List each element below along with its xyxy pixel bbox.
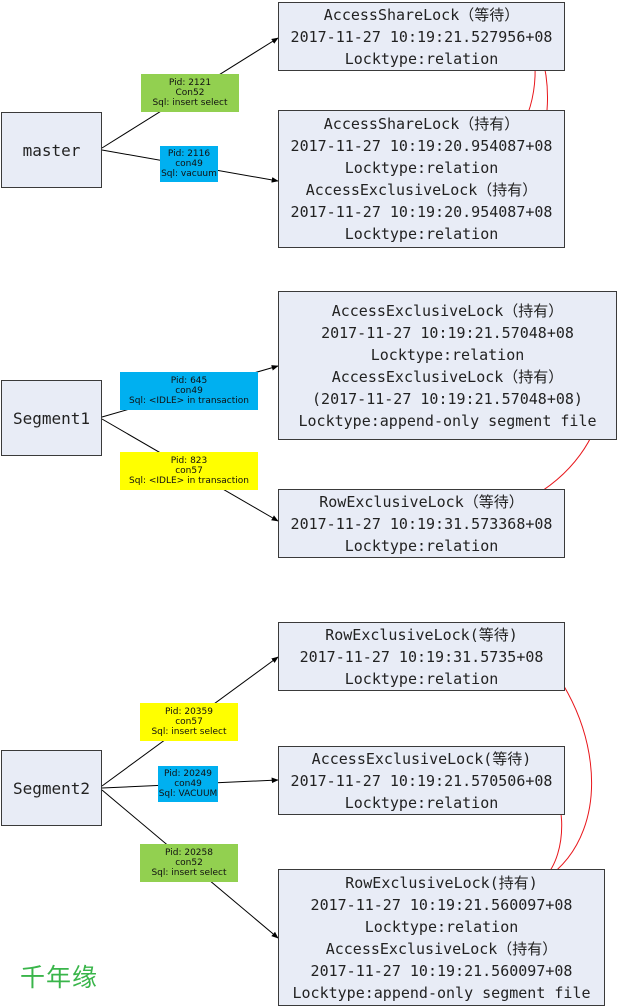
tag-line: Sql: <IDLE> in transaction	[129, 476, 249, 486]
lock-line: Locktype:relation	[344, 49, 499, 68]
lock-box-master-1: AccessShareLock（等待） 2017-11-27 10:19:21.…	[278, 2, 565, 71]
node-master: master	[1, 112, 102, 188]
lock-line: 2017-11-27 10:19:31.573368+08	[290, 514, 553, 533]
lock-line: Locktype:relation	[344, 536, 499, 555]
lock-line: Locktype:relation	[344, 225, 499, 243]
lock-line: AccessExclusiveLock（持有）	[331, 367, 564, 386]
node-label: Segment2	[12, 778, 91, 798]
node-label: Segment1	[12, 408, 91, 428]
tag-line: Sql: <IDLE> in transaction	[129, 396, 249, 406]
lock-line: 2017-11-27 10:19:20.954087+08	[290, 137, 553, 155]
lock-line: 2017-11-27 10:19:21.527956+08	[290, 27, 553, 46]
node-segment1: Segment1	[1, 380, 102, 456]
tag-seg1-2: Pid: 823 con57 Sql: <IDLE> in transactio…	[120, 452, 258, 490]
tag-line: Pid: 20258	[165, 848, 213, 858]
tag-line: Sql: insert select	[151, 868, 227, 878]
tag-line: con49	[174, 779, 202, 789]
tag-line: Pid: 2116	[167, 149, 211, 159]
tag-line: Pid: 20249	[164, 769, 212, 779]
lock-line: 2017-11-27 10:19:21.57048+08	[321, 323, 574, 342]
lock-line: RowExclusiveLock(等待)	[325, 625, 518, 644]
tag-line: Sql: VACUUM	[158, 789, 218, 799]
tag-line: con57	[175, 717, 203, 727]
tag-line: Pid: 2121	[168, 78, 212, 88]
lock-line: (2017-11-27 10:19:21.57048+08)	[312, 389, 583, 408]
lock-line: 2017-11-27 10:19:21.570506+08	[290, 771, 553, 790]
watermark: 千年缘	[20, 963, 99, 992]
lock-box-seg1-2: RowExclusiveLock（等待） 2017-11-27 10:19:31…	[278, 489, 565, 558]
lock-box-seg2-3: RowExclusiveLock(持有) 2017-11-27 10:19:21…	[278, 869, 605, 1006]
lock-line: Locktype:relation	[364, 917, 519, 936]
node-label: master	[22, 140, 81, 160]
tag-line: con49	[175, 159, 203, 169]
tag-line: Sql: insert select	[151, 727, 227, 737]
tag-line: Pid: 645	[170, 376, 208, 386]
lock-box-seg2-1: RowExclusiveLock(等待) 2017-11-27 10:19:31…	[278, 622, 565, 691]
lock-line: 2017-11-27 10:19:21.560097+08	[310, 961, 573, 980]
tag-line: con57	[175, 466, 203, 476]
lock-line: AccessShareLock（持有）	[323, 115, 520, 133]
lock-line: Locktype:append-only segment file	[298, 411, 597, 430]
lock-line: RowExclusiveLock（等待）	[319, 492, 524, 511]
lock-line: AccessExclusiveLock(等待)	[311, 749, 532, 768]
tag-seg2-2: Pid: 20249 con49 Sql: VACUUM	[158, 766, 218, 802]
tag-line: Sql: insert select	[152, 98, 228, 108]
tag-master-2: Pid: 2116 con49 Sql: vacuum	[160, 146, 218, 182]
tag-line: con52	[175, 858, 203, 868]
lock-line: RowExclusiveLock(持有)	[345, 873, 538, 892]
node-segment2: Segment2	[1, 750, 102, 826]
lock-line: Locktype:relation	[344, 793, 499, 812]
lock-box-seg2-2: AccessExclusiveLock(等待) 2017-11-27 10:19…	[278, 746, 565, 815]
tag-line: Sql: vacuum	[161, 169, 217, 179]
lock-line: Locktype:relation	[344, 669, 499, 688]
tag-line: Pid: 20359	[165, 707, 213, 717]
lock-box-master-2: AccessShareLock（持有） 2017-11-27 10:19:20.…	[278, 110, 565, 248]
tag-line: Pid: 823	[170, 456, 208, 466]
lock-box-seg1-1: AccessExclusiveLock（持有） 2017-11-27 10:19…	[278, 291, 617, 440]
lock-line: AccessExclusiveLock（持有）	[331, 301, 564, 320]
lock-line: 2017-11-27 10:19:31.5735+08	[299, 647, 544, 666]
lock-line: 2017-11-27 10:19:21.560097+08	[310, 895, 573, 914]
lock-line: AccessShareLock（等待）	[323, 5, 520, 24]
lock-line: Locktype:relation	[344, 159, 499, 177]
lock-line: AccessExclusiveLock（持有）	[305, 181, 538, 199]
lock-line: Locktype:append-only segment file	[292, 983, 591, 1002]
tag-line: con49	[175, 386, 203, 396]
lock-line: AccessExclusiveLock（持有）	[325, 939, 558, 958]
tag-seg1-1: Pid: 645 con49 Sql: <IDLE> in transactio…	[120, 372, 258, 410]
tag-master-1: Pid: 2121 Con52 Sql: insert select	[141, 74, 239, 112]
lock-line: Locktype:relation	[370, 345, 525, 364]
tag-line: Con52	[175, 88, 205, 98]
lock-line: 2017-11-27 10:19:20.954087+08	[290, 203, 553, 221]
tag-seg2-3: Pid: 20258 con52 Sql: insert select	[140, 844, 238, 882]
tag-seg2-1: Pid: 20359 con57 Sql: insert select	[140, 703, 238, 741]
